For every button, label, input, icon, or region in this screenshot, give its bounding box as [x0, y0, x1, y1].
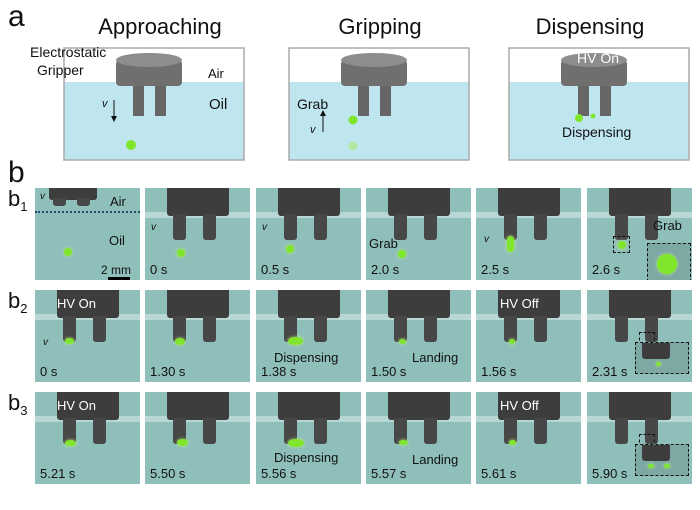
panel-letter-b: b	[8, 156, 25, 189]
frame-b3-4: Landing 5.57 s	[366, 392, 471, 484]
label-grab-a: Grab	[297, 96, 329, 112]
label-oil-b: Oil	[109, 233, 125, 248]
velocity-label: v	[262, 222, 267, 233]
label-air: Air	[208, 66, 224, 81]
frame-b1-1: Air Oil 2 mm v	[35, 188, 140, 280]
frame-time: 5.56 s	[261, 466, 297, 481]
frame-time: 0 s	[40, 364, 58, 379]
step-title-approaching: Approaching	[98, 14, 222, 39]
hv-on-label: HV On	[57, 296, 97, 311]
label-landing: Landing	[412, 452, 459, 467]
frame-time: 5.50 s	[150, 466, 186, 481]
frame-b3-2: 5.50 s	[145, 392, 250, 484]
tank-gripping	[288, 47, 470, 161]
label-grab-b: Grab	[369, 236, 398, 251]
scale-bar	[108, 277, 130, 280]
zoom-inset	[635, 342, 689, 374]
label-dispensing: Dispensing	[274, 350, 339, 365]
label-electrostatic: Electrostatic	[30, 44, 107, 60]
frame-b2-6: 2.31 s	[587, 290, 692, 382]
row-label-b3: b3	[8, 390, 28, 419]
hv-off-label: HV Off	[500, 398, 539, 413]
frame-b2-5: HV Off 1.56 s	[476, 290, 581, 382]
row-label-b1: b1	[8, 186, 28, 215]
frame-b2-1: HV On v 0 s	[35, 290, 140, 382]
frame-time: 5.61 s	[481, 466, 517, 481]
frame-time: 1.56 s	[481, 364, 517, 379]
step-title-gripping: Gripping	[338, 14, 422, 39]
hv-on-label-a: HV On	[577, 50, 620, 66]
step-title-dispensing: Dispensing	[535, 14, 645, 39]
zoom-inset	[635, 444, 689, 476]
zoom-inset	[647, 243, 691, 280]
label-grab-inset: Grab	[653, 218, 682, 233]
tank-approaching	[63, 47, 245, 161]
frame-time: 1.30 s	[150, 364, 186, 379]
label-oil: Oil	[209, 96, 228, 113]
frame-time: 2.31 s	[592, 364, 628, 379]
frame-b1-4: Grab 2.0 s	[366, 188, 471, 280]
frame-b1-5: v 2.5 s	[476, 188, 581, 280]
velocity-label: v	[40, 191, 45, 202]
frame-b3-1: HV On 5.21 s	[35, 392, 140, 484]
frame-b2-3: Dispensing 1.38 s	[256, 290, 361, 382]
frame-b2-4: Landing 1.50 s	[366, 290, 471, 382]
panel-letter-a: a	[8, 0, 25, 33]
frame-time: 2.5 s	[481, 262, 510, 277]
tank-dispensing	[508, 47, 690, 161]
frame-time: 1.50 s	[371, 364, 407, 379]
row-label-b2: b2	[8, 288, 28, 317]
frame-b1-3: v 0.5 s	[256, 188, 361, 280]
frame-time: 1.38 s	[261, 364, 297, 379]
frame-time: 5.57 s	[371, 466, 407, 481]
velocity-label: v	[310, 124, 316, 136]
hv-on-label: HV On	[57, 398, 97, 413]
frame-time: 5.90 s	[592, 466, 628, 481]
frame-b3-3: Dispensing 5.56 s	[256, 392, 361, 484]
frame-b1-2: v 0 s	[145, 188, 250, 280]
frame-time: 0.5 s	[261, 262, 290, 277]
velocity-label: v	[102, 98, 108, 110]
frame-b3-5: HV Off 5.61 s	[476, 392, 581, 484]
frame-b1-6: Grab 2.6 s	[587, 188, 692, 280]
velocity-label: v	[484, 234, 489, 245]
velocity-label: v	[43, 337, 48, 348]
label-dispensing: Dispensing	[274, 450, 339, 465]
frame-b3-6: 5.90 s	[587, 392, 692, 484]
label-dispensing-a: Dispensing	[562, 124, 632, 140]
frame-time: 5.21 s	[40, 466, 76, 481]
frame-time: 2.0 s	[371, 262, 400, 277]
velocity-label: v	[151, 222, 156, 233]
frame-time: 2.6 s	[592, 262, 621, 277]
frame-b2-2: 1.30 s	[145, 290, 250, 382]
label-air-b: Air	[110, 194, 126, 209]
frame-time: 0 s	[150, 262, 168, 277]
scale-bar-label: 2 mm	[101, 263, 131, 277]
label-landing: Landing	[412, 350, 459, 365]
label-gripper: Gripper	[37, 62, 84, 78]
hv-off-label: HV Off	[500, 296, 539, 311]
